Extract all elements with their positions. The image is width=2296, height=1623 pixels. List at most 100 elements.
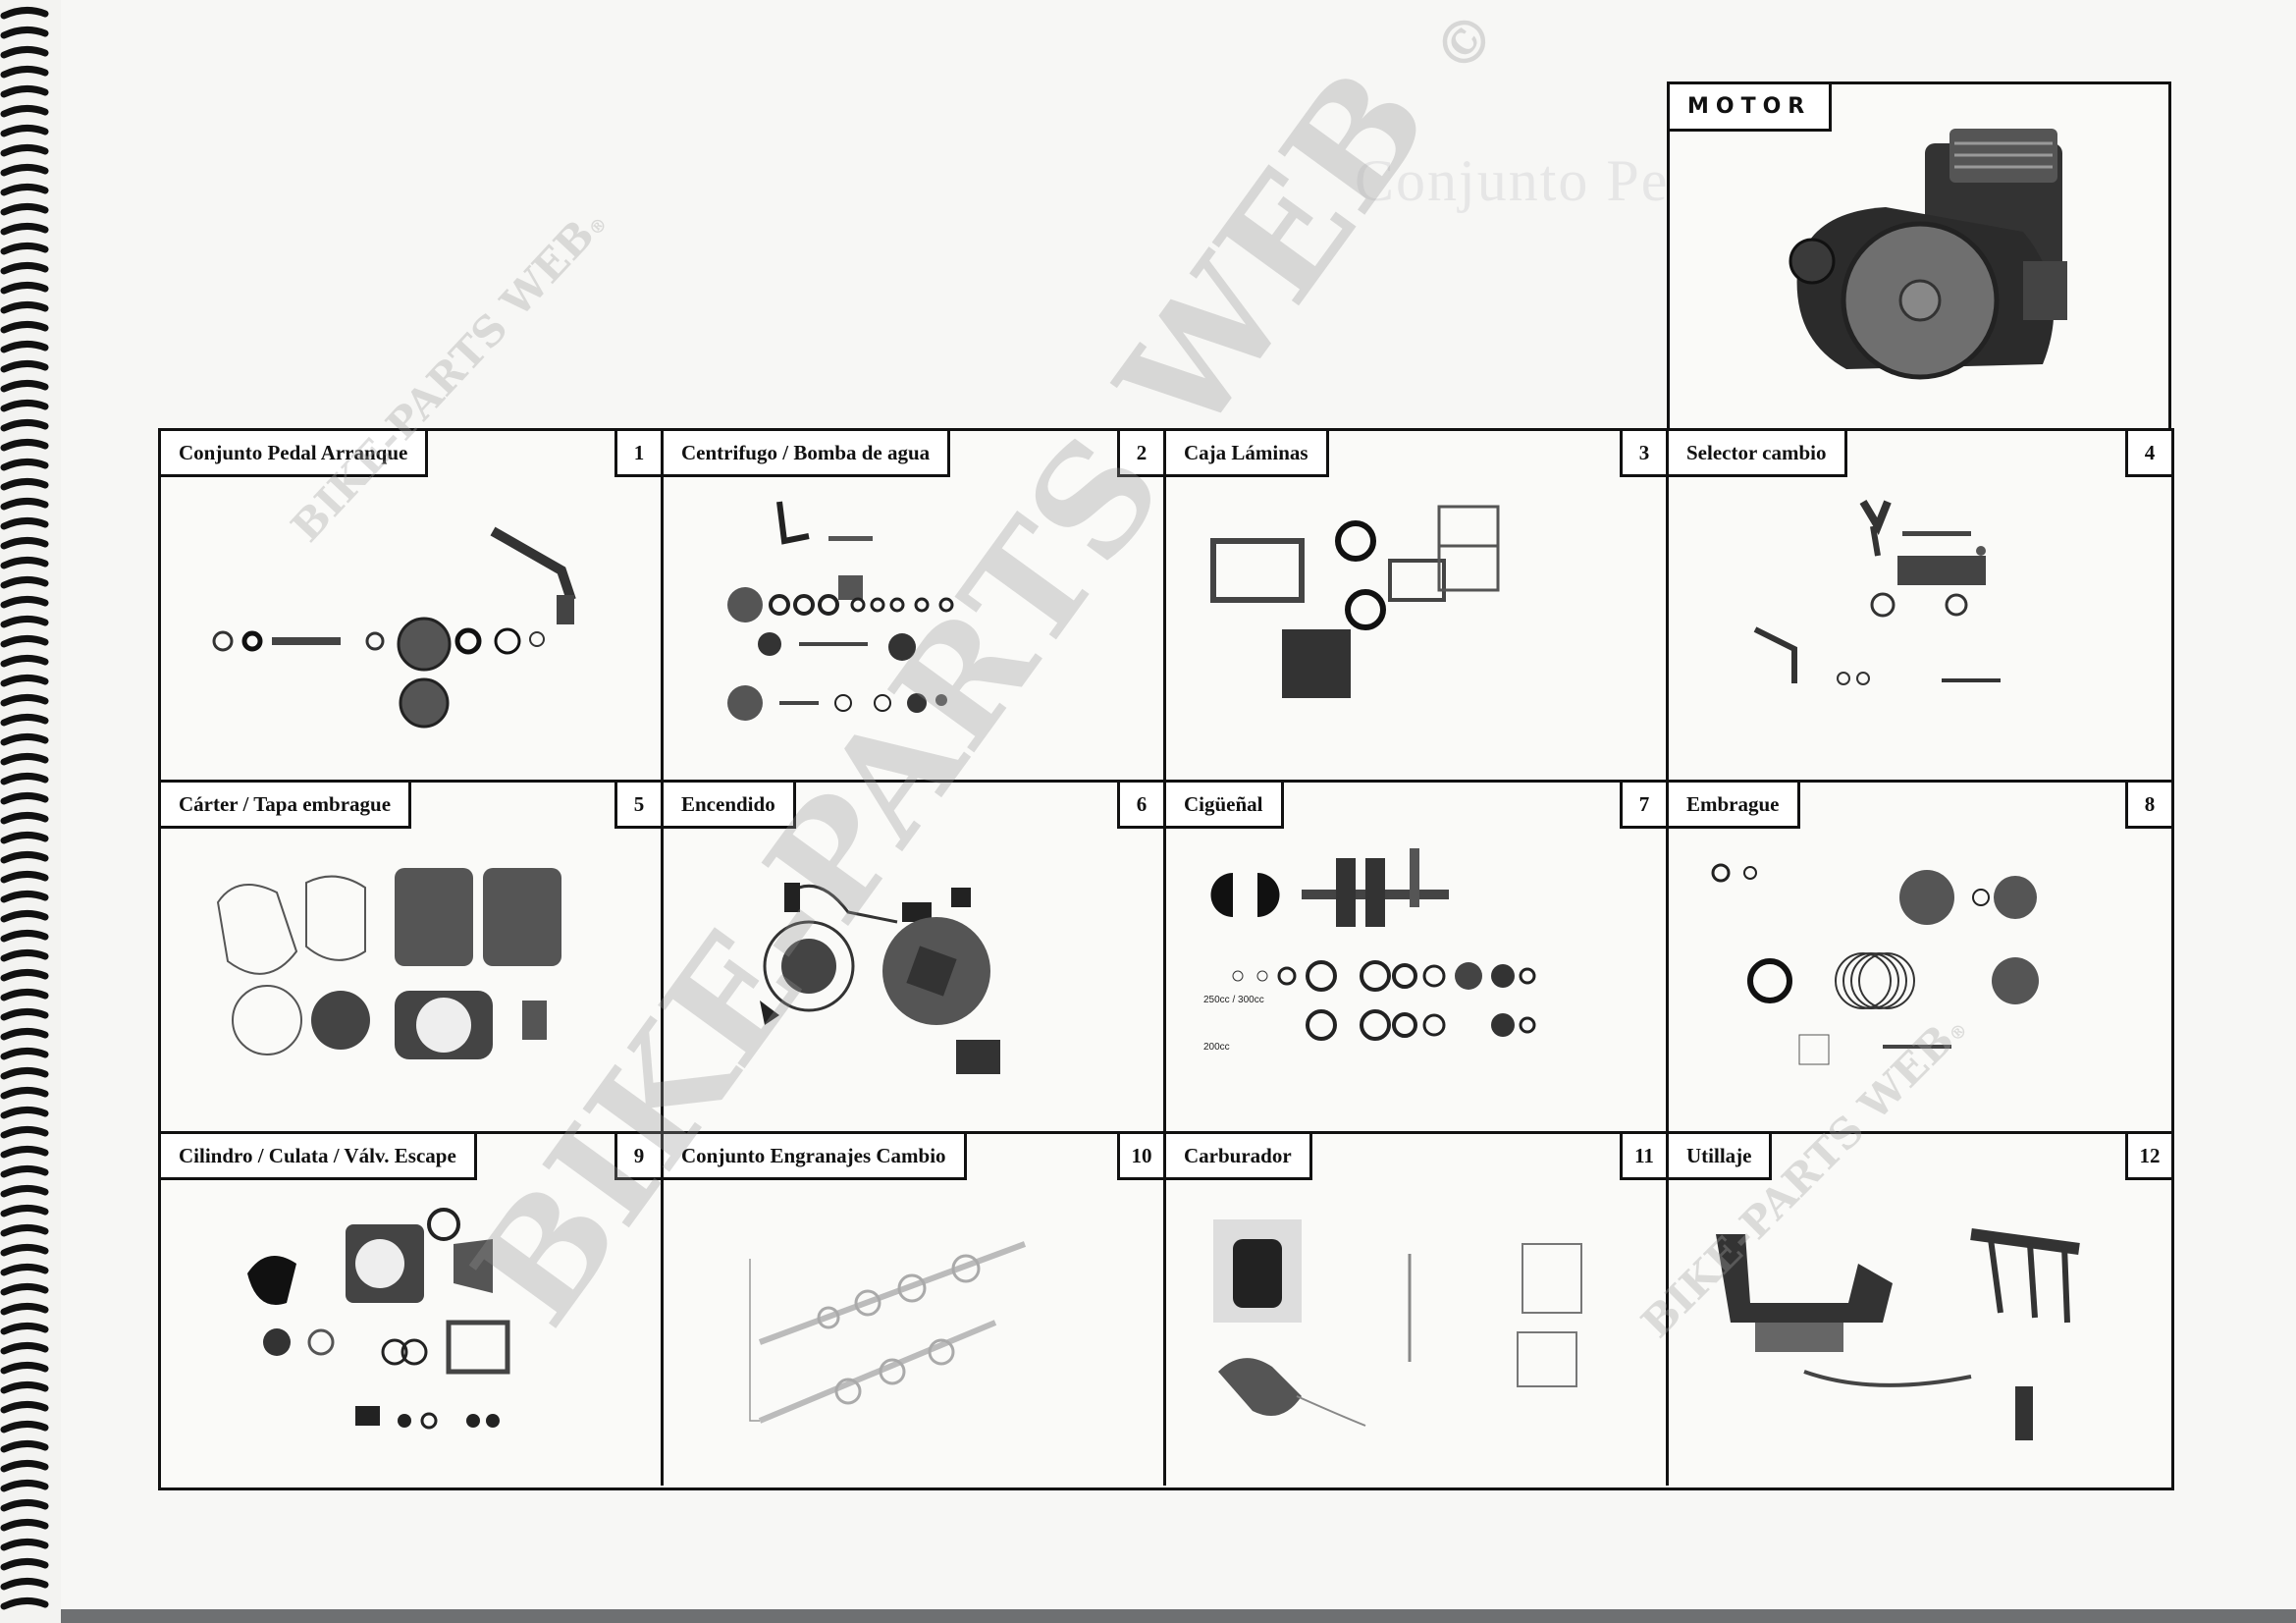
section-3-cell[interactable]: Caja Láminas 3 <box>1166 431 1669 783</box>
spiral-coil <box>0 46 49 59</box>
spiral-coil <box>0 1087 49 1100</box>
section-9-cell[interactable]: Cilindro / Culata / Válv. Escape 9 <box>161 1134 664 1486</box>
crankcase-diagram <box>216 868 561 1059</box>
section-12-cell[interactable]: Utillaje 12 <box>1669 1134 2171 1486</box>
centrifuge-water-pump-diagram <box>727 501 954 721</box>
section-8-title: Embrague <box>1669 783 1800 829</box>
section-4-title: Selector cambio <box>1669 431 1847 477</box>
spiral-coil <box>0 1028 49 1041</box>
spiral-coil <box>0 419 49 432</box>
spiral-coil <box>0 341 49 353</box>
spiral-coil <box>0 537 49 550</box>
parts-index-grid: Conjunto Pedal Arranque 1 Centrifugo / B… <box>158 428 2174 1490</box>
spiral-coil <box>0 1185 49 1198</box>
section-1-number: 1 <box>614 431 661 477</box>
spiral-coil <box>0 1067 49 1080</box>
section-2-number: 2 <box>1117 431 1163 477</box>
engine-photo <box>1789 129 2067 380</box>
spiral-coil <box>0 184 49 196</box>
spiral-coil <box>0 1146 49 1159</box>
gear-selector-diagram <box>1753 499 2001 685</box>
spiral-coil <box>0 635 49 648</box>
section-2-cell[interactable]: Centrifugo / Bomba de agua 2 <box>664 431 1166 783</box>
section-3-number: 3 <box>1620 431 1666 477</box>
spiral-coil <box>0 498 49 511</box>
section-6-number: 6 <box>1117 783 1163 829</box>
spiral-coil <box>0 773 49 785</box>
spiral-coil <box>0 105 49 118</box>
spiral-coil <box>0 1303 49 1316</box>
spiral-coil <box>0 930 49 943</box>
spiral-coil <box>0 1539 49 1551</box>
spiral-coil <box>0 321 49 334</box>
spiral-coil <box>0 1008 49 1021</box>
spiral-coil <box>0 301 49 314</box>
section-5-cell[interactable]: Cárter / Tapa embrague 5 <box>161 783 664 1134</box>
section-4-number: 4 <box>2125 431 2171 477</box>
spiral-coil <box>0 360 49 373</box>
section-1-title: Conjunto Pedal Arranque <box>161 431 429 477</box>
spiral-coil <box>0 517 49 530</box>
section-5-number: 5 <box>614 783 661 829</box>
spiral-coil <box>0 1597 49 1610</box>
spiral-coil <box>0 439 49 452</box>
spiral-coil <box>0 989 49 1001</box>
clutch-diagram <box>1711 863 2039 1065</box>
spiral-coil <box>0 144 49 157</box>
spiral-coil <box>0 1440 49 1453</box>
spiral-binding <box>0 7 49 1610</box>
section-7-number: 7 <box>1620 783 1666 829</box>
spiral-coil <box>0 655 49 668</box>
spiral-coil <box>0 1165 49 1178</box>
spiral-coil <box>0 557 49 569</box>
section-6-cell[interactable]: Encendido 6 <box>664 783 1166 1134</box>
spiral-coil <box>0 1224 49 1237</box>
spiral-coil <box>0 733 49 746</box>
section-7-title: Cigüeñal <box>1166 783 1284 829</box>
spiral-coil <box>0 576 49 589</box>
spiral-coil <box>0 1421 49 1434</box>
spiral-coil <box>0 1578 49 1591</box>
spiral-coil <box>0 243 49 255</box>
section-8-cell[interactable]: Embrague 8 <box>1669 783 2171 1134</box>
spiral-coil <box>0 891 49 903</box>
section-12-title: Utillaje <box>1669 1134 1773 1180</box>
spiral-coil <box>0 616 49 628</box>
spiral-coil <box>0 1401 49 1414</box>
section-4-cell[interactable]: Selector cambio 4 <box>1669 431 2171 783</box>
spiral-coil <box>0 380 49 393</box>
spiral-coil <box>0 1323 49 1335</box>
spiral-coil <box>0 262 49 275</box>
ignition-diagram <box>760 883 1000 1074</box>
cell7-label-a: 250cc / 300cc <box>1203 995 1264 1005</box>
spiral-coil <box>0 282 49 295</box>
spiral-coil <box>0 910 49 923</box>
section-10-cell[interactable]: Conjunto Engranajes Cambio 10 <box>664 1134 1166 1486</box>
tools-diagram <box>1716 1228 2080 1440</box>
section-11-title: Carburador <box>1166 1134 1312 1180</box>
section-1-cell[interactable]: Conjunto Pedal Arranque 1 <box>161 431 664 783</box>
section-7-cell[interactable]: Cigüeñal 7 250cc / 300cc <box>1166 783 1669 1134</box>
spiral-coil <box>0 1558 49 1571</box>
section-11-cell[interactable]: Carburador 11 <box>1166 1134 1669 1486</box>
spiral-coil <box>0 1342 49 1355</box>
spiral-coil <box>0 694 49 707</box>
spiral-coil <box>0 459 49 471</box>
spiral-coil <box>0 85 49 98</box>
motor-panel[interactable]: MOTOR <box>1667 81 2171 436</box>
spiral-coil <box>0 164 49 177</box>
spiral-coil <box>0 478 49 491</box>
spiral-coil <box>0 714 49 727</box>
spiral-coil <box>0 1048 49 1060</box>
spiral-coil <box>0 1264 49 1276</box>
spiral-coil <box>0 400 49 412</box>
spiral-coil <box>0 1460 49 1473</box>
spiral-coil <box>0 812 49 825</box>
spiral-coil <box>0 851 49 864</box>
motor-label: MOTOR <box>1670 84 1833 132</box>
section-11-number: 11 <box>1620 1134 1666 1180</box>
cylinder-head-exhaust-diagram <box>247 1208 510 1430</box>
spiral-coil <box>0 1362 49 1375</box>
spiral-coil <box>0 832 49 844</box>
section-8-number: 8 <box>2125 783 2171 829</box>
